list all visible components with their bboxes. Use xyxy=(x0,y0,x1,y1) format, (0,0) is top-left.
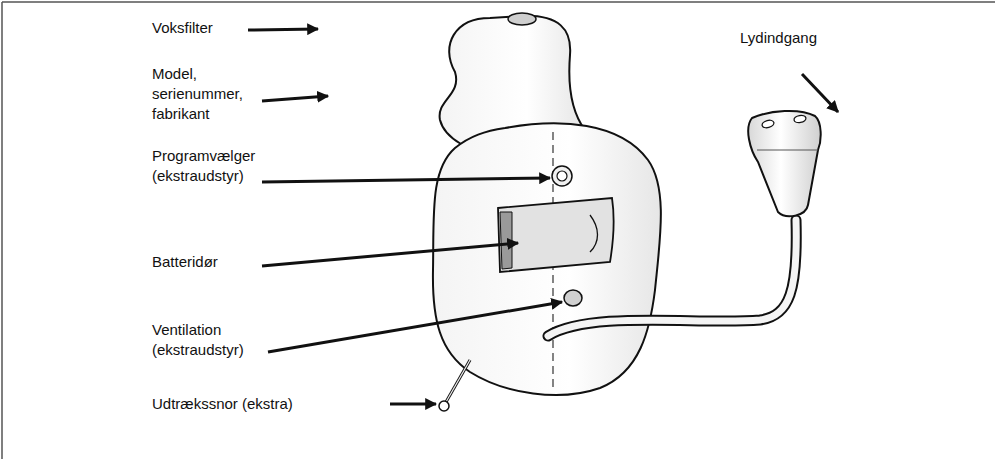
sound-tube xyxy=(548,220,796,336)
pull-cord xyxy=(446,360,470,402)
frame-line xyxy=(1,2,3,459)
sound-inlet-hole xyxy=(761,119,774,129)
part-label: Udtrækssnor (ekstra) xyxy=(152,394,392,414)
leader-arrow xyxy=(248,29,318,30)
program-button xyxy=(552,166,572,186)
sound-tube xyxy=(548,220,796,336)
leader-arrow xyxy=(390,403,436,406)
battery-door-grip xyxy=(590,215,598,252)
leader-arrow xyxy=(262,178,550,182)
pull-cord xyxy=(446,360,470,402)
leader-arrow xyxy=(268,302,562,352)
part-label: Model, serienummer, fabrikant xyxy=(152,64,256,124)
leader-arrow xyxy=(262,243,518,266)
sound-inlet-hole xyxy=(793,115,806,124)
program-button xyxy=(557,171,567,181)
pull-cord-knob xyxy=(439,401,449,411)
faceplate xyxy=(433,123,661,395)
part-label: Ventilation (ekstraudstyr) xyxy=(152,320,262,360)
part-label: Voksfilter xyxy=(152,18,272,38)
part-label: Batteridør xyxy=(152,252,272,272)
vent xyxy=(564,290,582,306)
wax-filter xyxy=(508,13,536,25)
frame-line xyxy=(2,1,995,3)
sound-inlet-detail xyxy=(757,150,818,151)
sound-inlet xyxy=(748,111,820,216)
leader-arrow xyxy=(262,96,328,101)
part-label: Lydindgang xyxy=(740,28,860,48)
battery-door xyxy=(498,198,614,272)
battery-door-grip xyxy=(500,212,512,269)
leader-arrow xyxy=(802,74,838,112)
part-label: Programvælger (ekstraudstyr) xyxy=(152,146,256,186)
